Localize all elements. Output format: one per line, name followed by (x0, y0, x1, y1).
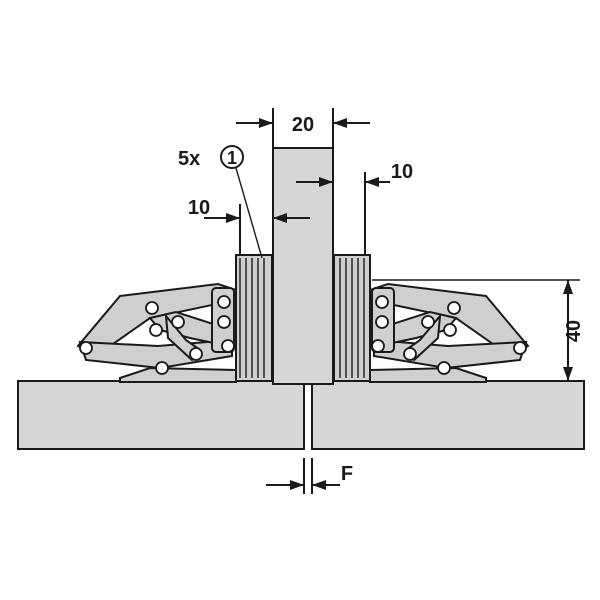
item-number-circle (220, 145, 244, 169)
item-callout: 5x 1 (178, 145, 263, 259)
offset-right-label: 10 (391, 161, 413, 183)
item-number-label: 1 (227, 148, 237, 168)
callout-leader-line (235, 167, 263, 259)
dimension-offset-left: 10 (188, 197, 310, 254)
dimension-width-20: 20 (236, 108, 370, 150)
count-label: 5x (178, 148, 200, 170)
width-label: 20 (292, 114, 314, 136)
dimension-gap-f: F (266, 458, 353, 494)
vertical-panel (272, 147, 334, 385)
offset-left-label: 10 (188, 197, 210, 219)
board-panel-left (17, 380, 305, 450)
hinge-linkage-left (76, 282, 237, 383)
gap-label: F (341, 463, 353, 485)
hinge-linkage-right (369, 282, 530, 383)
height-label: 40 (563, 320, 585, 342)
dimension-offset-right: 10 (296, 161, 413, 254)
hinge-body-right (333, 254, 371, 382)
board-panel-right (311, 380, 585, 450)
hinge-body-left (235, 254, 273, 382)
dimension-height-40: 40 (372, 279, 585, 382)
